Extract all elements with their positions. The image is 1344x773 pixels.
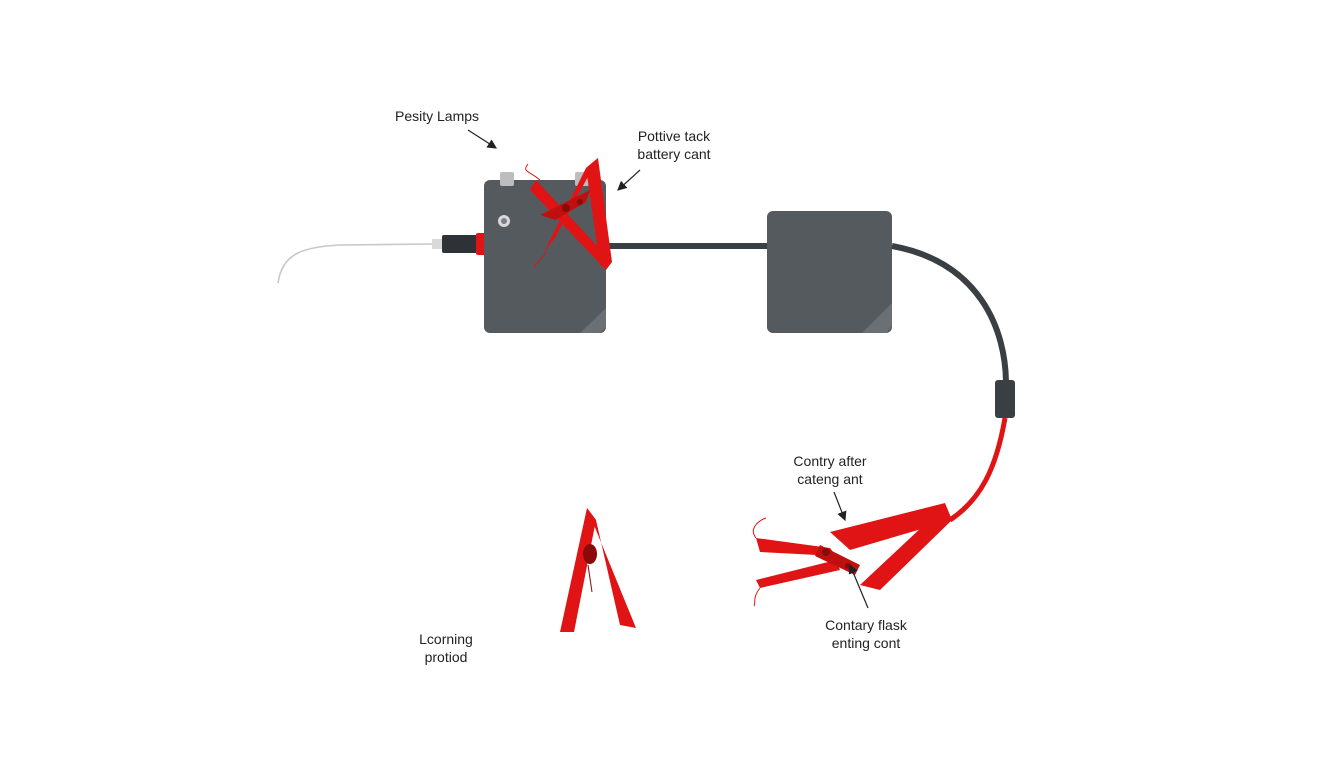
label-top-right-line-2: battery cant: [637, 146, 711, 162]
battery-clamp: [525, 158, 612, 270]
label-bottom-right: Contary flask enting cont: [818, 616, 914, 652]
arrow-bottom-right: [848, 563, 869, 609]
standalone-clamp: [560, 508, 636, 632]
label-top-left-line-1: Pesity Lamps: [395, 108, 480, 124]
label-top-right: Pottive tack battery cant: [630, 127, 718, 163]
label-mid-right-line-1: Contry after: [793, 453, 867, 469]
label-bottom-left-line-2: protiod: [424, 649, 468, 665]
plug-red-ring: [476, 233, 486, 255]
label-top-left: Pesity Lamps: [395, 107, 479, 125]
terminal-left: [500, 172, 514, 186]
plug-body: [442, 235, 477, 253]
label-top-right-line-1: Pottive tack: [637, 128, 711, 144]
left-battery: [484, 172, 606, 333]
thin-wire: [277, 243, 433, 284]
cable-connector: [995, 380, 1015, 418]
plug-tip: [432, 239, 442, 249]
label-bottom-right-line-2: enting cont: [831, 635, 901, 651]
red-cable: [948, 417, 1008, 523]
label-bottom-left: Lcorning protiod: [410, 630, 482, 666]
label-bottom-right-line-1: Contary flask: [825, 617, 907, 633]
label-mid-right-line-2: cateng ant: [797, 471, 863, 487]
large-clamp: [752, 503, 952, 607]
right-box: [767, 211, 892, 333]
label-mid-right: Contry after cateng ant: [784, 452, 876, 488]
arrow-top-left: [467, 129, 498, 149]
arrow-top-right: [617, 169, 641, 191]
dark-cable: [891, 243, 1009, 385]
arrow-mid-right: [833, 491, 847, 522]
label-bottom-left-line-1: Lcorning: [419, 631, 473, 647]
